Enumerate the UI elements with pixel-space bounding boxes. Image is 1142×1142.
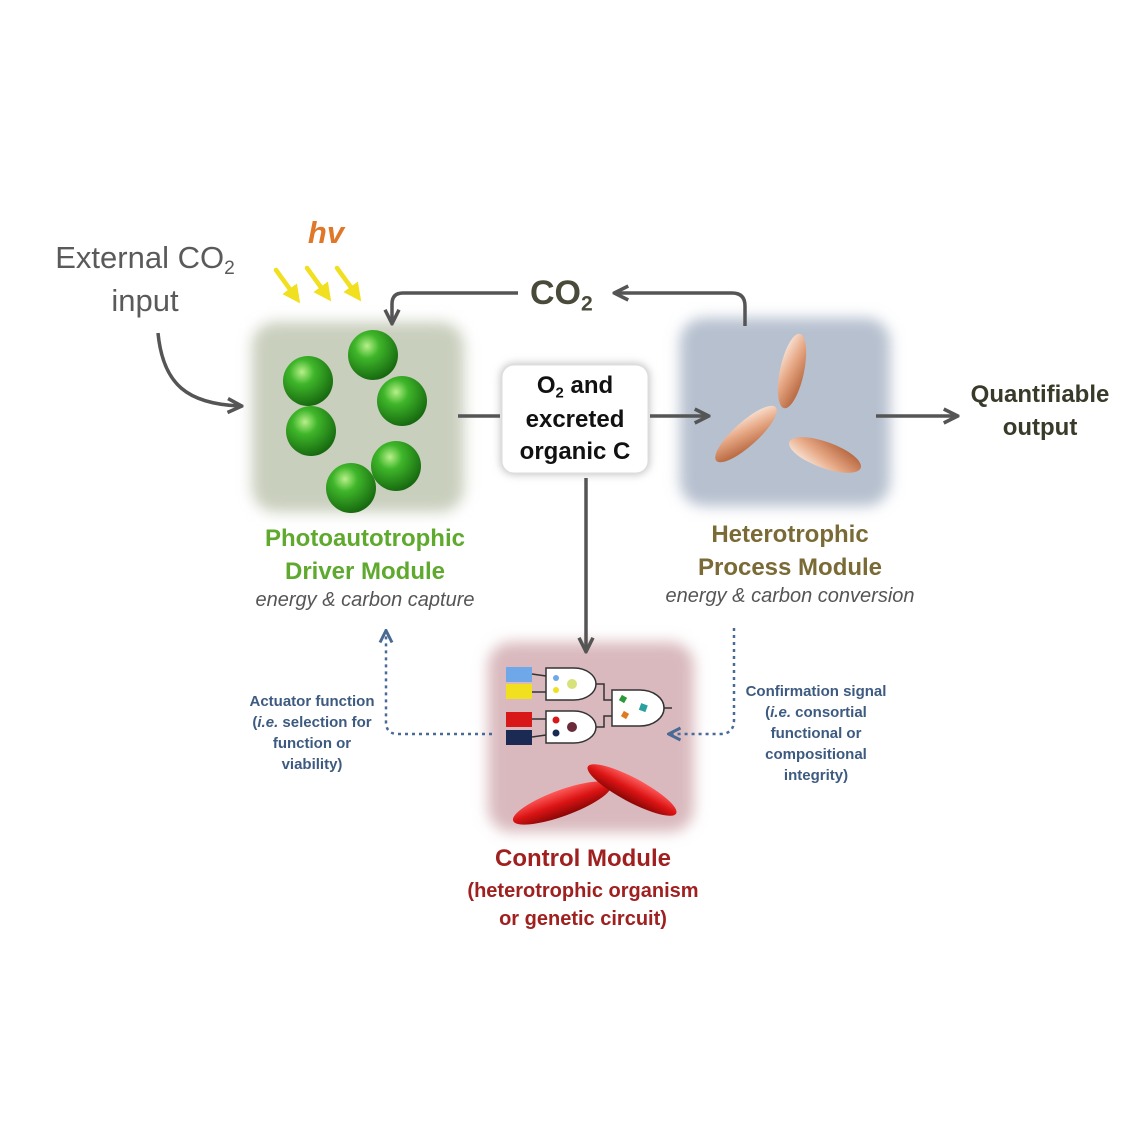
hetero-module-background bbox=[680, 318, 890, 506]
control-module-title: Control Module bbox=[495, 845, 671, 872]
green-cell bbox=[377, 376, 427, 426]
confirmation-signal-label: Confirmation signal (i.e. consortial fun… bbox=[745, 683, 887, 784]
actuator-signal-arrow bbox=[386, 632, 492, 736]
hetero-module-title: Heterotrophic Process Module bbox=[697, 521, 883, 582]
hetero-module-subtitle: energy & carbon conversion bbox=[665, 585, 915, 607]
control-cell bbox=[587, 764, 677, 816]
photo-module-title: Photoautotrophic Driver Module bbox=[265, 525, 465, 586]
hetero-cell bbox=[777, 333, 807, 409]
control-module-subtitle: (heterotrophic organism or genetic circu… bbox=[467, 880, 699, 930]
green-cell bbox=[348, 330, 398, 380]
o2-organic-c-label: O2 and excreted organic C bbox=[519, 372, 631, 465]
green-cell bbox=[371, 441, 421, 491]
quantifiable-output-label: Quantifiable output bbox=[970, 381, 1110, 442]
hetero-cell bbox=[715, 405, 777, 463]
green-cell bbox=[326, 463, 376, 513]
actuator-function-label: Actuator function (i.e. selection for fu… bbox=[249, 693, 375, 773]
confirmation-signal-arrow bbox=[670, 628, 736, 734]
control-cell bbox=[512, 781, 612, 825]
genetic-circuit-icon bbox=[506, 667, 672, 745]
external-co2-label: External CO2 input bbox=[55, 240, 235, 319]
green-cell bbox=[286, 406, 336, 456]
light-arrows-icon bbox=[273, 265, 362, 304]
co2-recycle-arrow-right bbox=[616, 293, 747, 326]
green-cell bbox=[283, 356, 333, 406]
co2-recycle-label: CO2 bbox=[530, 274, 593, 316]
external-co2-arrow bbox=[156, 332, 240, 406]
light-hv-label: hv bbox=[307, 215, 345, 250]
photo-module-subtitle: energy & carbon capture bbox=[255, 589, 475, 611]
co2-recycle-arrow-left bbox=[392, 291, 518, 322]
middle-box bbox=[501, 364, 649, 474]
hetero-cell bbox=[789, 437, 861, 473]
